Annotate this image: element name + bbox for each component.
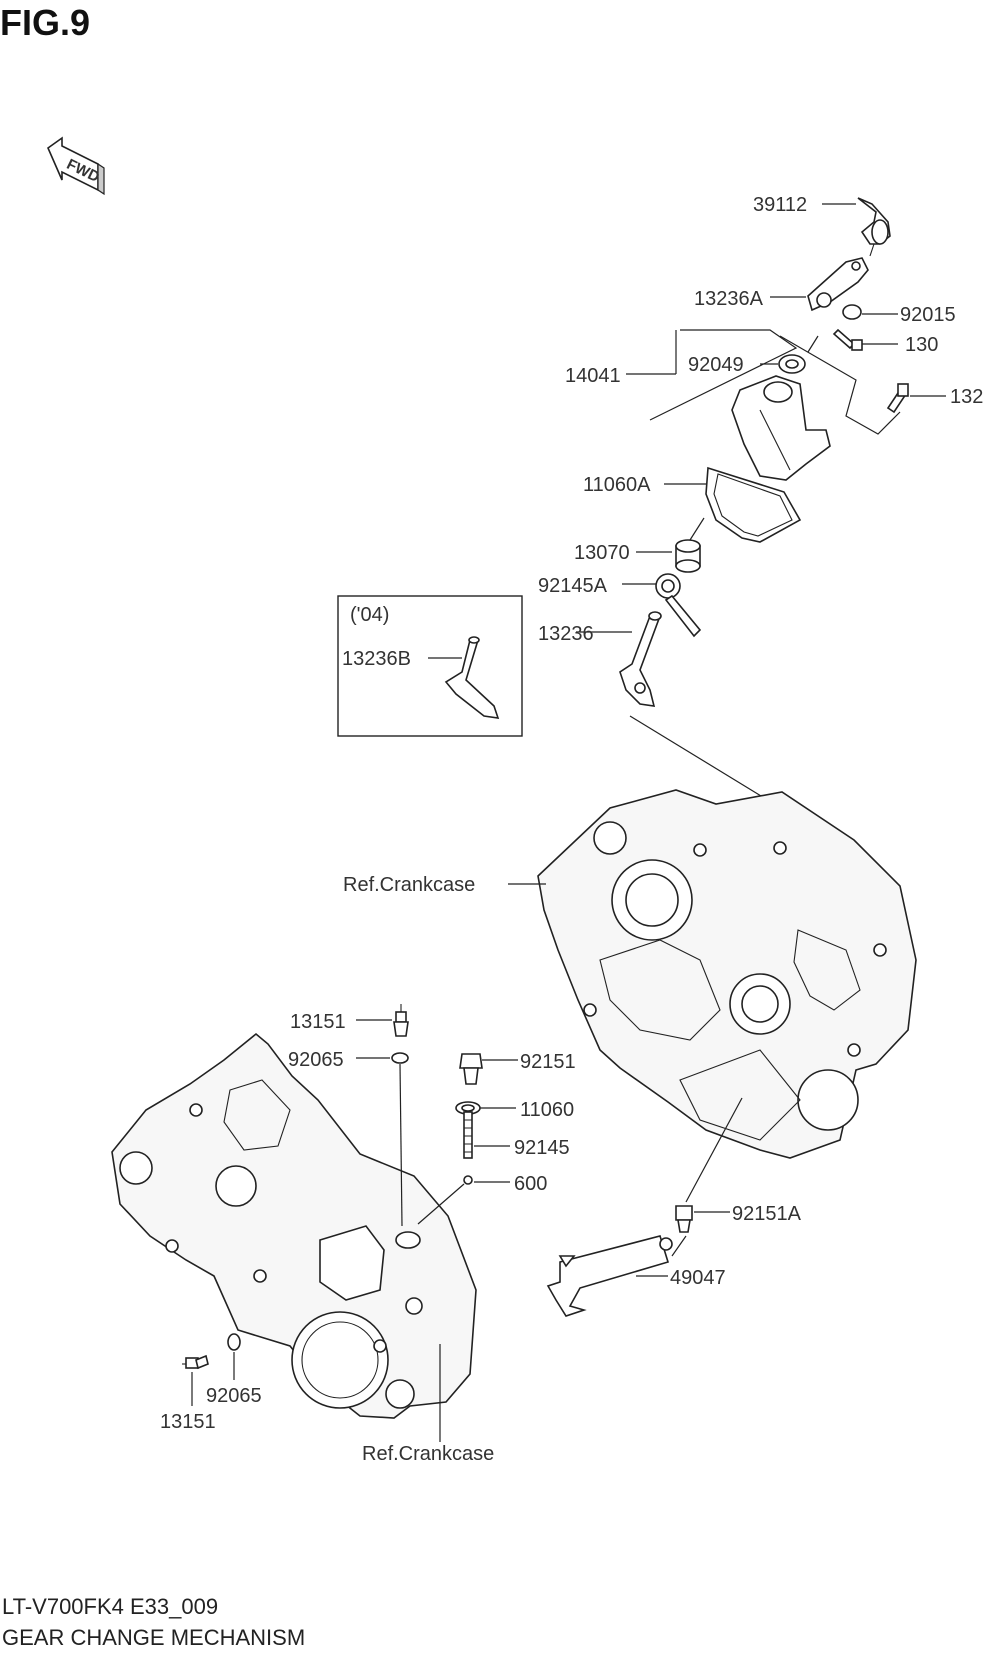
part-92065-lower-washer bbox=[227, 1333, 241, 1351]
part-132-bolt bbox=[886, 383, 909, 414]
label-92065-lower: 92065 bbox=[206, 1385, 262, 1407]
label-13151-lower: 13151 bbox=[160, 1411, 216, 1433]
inset-year-label: ('04) bbox=[350, 604, 389, 626]
part-92065-upper-washer bbox=[391, 1052, 409, 1064]
label-ref-crankcase-left: Ref.Crankcase bbox=[362, 1443, 494, 1465]
label-14041: 14041 bbox=[565, 365, 621, 387]
part-13236-shift-shaft bbox=[619, 611, 662, 707]
label-11060A: 11060A bbox=[583, 474, 651, 496]
label-92151: 92151 bbox=[520, 1051, 576, 1073]
figure-title: FIG.9 bbox=[0, 2, 91, 43]
part-130-bolt bbox=[832, 328, 863, 351]
fwd-arrow-icon: FWD bbox=[47, 136, 105, 196]
part-14041-cover bbox=[731, 375, 831, 481]
diagram-code: LT-V700FK4 E33_009 bbox=[2, 1594, 219, 1619]
label-92145A: 92145A bbox=[538, 575, 608, 597]
label-13236: 13236 bbox=[538, 623, 594, 645]
part-92049-oil-seal bbox=[778, 354, 806, 374]
label-39112: 39112 bbox=[753, 194, 807, 216]
inset-part-label: 13236B bbox=[342, 648, 411, 670]
part-11060A-gasket bbox=[705, 466, 802, 543]
part-13236A-lever bbox=[807, 257, 869, 312]
part-92145A-spring bbox=[655, 573, 702, 638]
right-crankcase bbox=[537, 789, 917, 1159]
label-13151-upper: 13151 bbox=[290, 1011, 346, 1033]
label-49047: 49047 bbox=[670, 1267, 726, 1289]
diagram-title: GEAR CHANGE MECHANISM bbox=[2, 1625, 306, 1650]
label-130: 130 bbox=[905, 334, 938, 356]
part-92015-nut bbox=[842, 304, 862, 320]
part-92151A-bolt bbox=[675, 1205, 693, 1233]
part-92151-bolt bbox=[459, 1053, 483, 1085]
part-13151-upper-plug bbox=[393, 1004, 409, 1037]
label-600: 600 bbox=[514, 1173, 547, 1195]
label-92145: 92145 bbox=[514, 1137, 570, 1159]
part-13070-bushing bbox=[675, 539, 701, 573]
left-crankcase bbox=[111, 1032, 477, 1419]
part-39112-rod-end bbox=[857, 197, 891, 257]
part-600-ball bbox=[463, 1175, 473, 1185]
label-92151A: 92151A bbox=[732, 1203, 802, 1225]
label-13236A: 13236A bbox=[694, 288, 764, 310]
label-92015: 92015 bbox=[900, 304, 956, 326]
part-49047-shift-drum bbox=[546, 1235, 673, 1317]
inset-box-04: ('04) 13236B bbox=[337, 595, 523, 737]
label-92065-upper: 92065 bbox=[288, 1049, 344, 1071]
label-13070: 13070 bbox=[574, 542, 630, 564]
part-92145-spring bbox=[463, 1111, 473, 1159]
label-ref-crankcase-right: Ref.Crankcase bbox=[343, 874, 475, 896]
label-11060: 11060 bbox=[520, 1099, 574, 1121]
label-92049: 92049 bbox=[688, 354, 744, 376]
label-132: 132 bbox=[950, 386, 983, 408]
part-13151-lower-plug bbox=[182, 1354, 209, 1370]
